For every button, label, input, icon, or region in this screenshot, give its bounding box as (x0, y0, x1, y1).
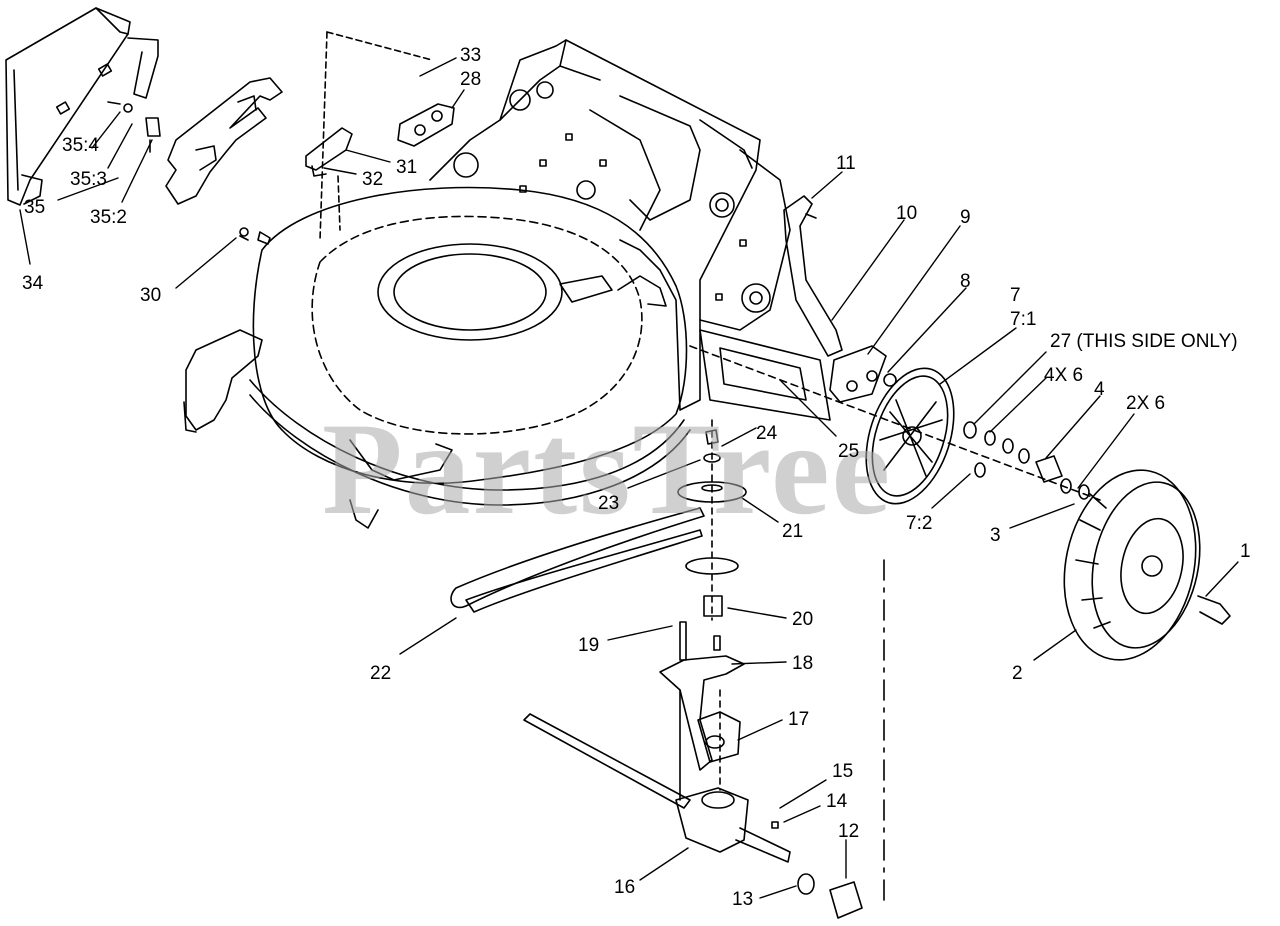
callout-30: 30 (140, 285, 162, 306)
gearbox-and-axle (523, 713, 863, 919)
callout-16: 16 (614, 877, 636, 898)
callout-18: 18 (792, 653, 814, 674)
callout-7-1: 7:1 (1010, 309, 1037, 330)
axle-washers (689, 345, 1101, 501)
callout-4x6: 4X 6 (1044, 365, 1084, 386)
callout-12: 12 (838, 821, 860, 842)
callout-34: 34 (22, 273, 44, 294)
callout-14: 14 (826, 791, 848, 812)
callout-35: 35 (24, 197, 46, 218)
callout-22: 22 (370, 663, 392, 684)
callout-7-2: 7:2 (906, 513, 933, 534)
callout-33: 33 (460, 45, 482, 66)
gearbox-bracket (659, 621, 745, 801)
callout-21: 21 (782, 521, 804, 542)
pulley-stack (677, 429, 747, 617)
callout-17: 17 (788, 709, 810, 730)
callout-19: 19 (578, 635, 600, 656)
callout-35-4: 35:4 (62, 135, 99, 156)
rear-door-assembly (5, 7, 159, 206)
callout-2x6: 2X 6 (1126, 393, 1166, 414)
handle-bracket (107, 77, 283, 205)
callout-15: 15 (832, 761, 854, 782)
mower-deck (183, 186, 691, 529)
callout-4: 4 (1094, 379, 1105, 400)
callout-10: 10 (896, 203, 918, 224)
callout-28: 28 (460, 69, 482, 90)
callout-3: 3 (990, 525, 1001, 546)
latch-small-parts (239, 31, 455, 245)
callout-1: 1 (1240, 541, 1251, 562)
callout-32: 32 (362, 169, 384, 190)
callout-8: 8 (960, 271, 971, 292)
callout-2: 2 (1012, 663, 1023, 684)
callout-35-2: 35:2 (90, 207, 127, 228)
callout-9: 9 (960, 207, 971, 228)
callout-7: 7 (1010, 285, 1021, 306)
callout-27: 27 (THIS SIDE ONLY) (1050, 331, 1238, 352)
height-adjuster (783, 195, 897, 403)
callout-31: 31 (396, 157, 418, 178)
leader-lines (19, 57, 1239, 899)
callout-24: 24 (756, 423, 778, 444)
callout-13: 13 (732, 889, 754, 910)
wheel-hub (865, 367, 955, 505)
callout-35-3: 35:3 (70, 169, 107, 190)
callout-25: 25 (838, 441, 860, 462)
rear-frame (429, 39, 831, 421)
rear-wheel (1063, 469, 1231, 661)
drive-belt (450, 507, 705, 613)
callout-23: 23 (598, 493, 620, 514)
callout-11: 11 (836, 153, 856, 174)
callout-20: 20 (792, 609, 814, 630)
